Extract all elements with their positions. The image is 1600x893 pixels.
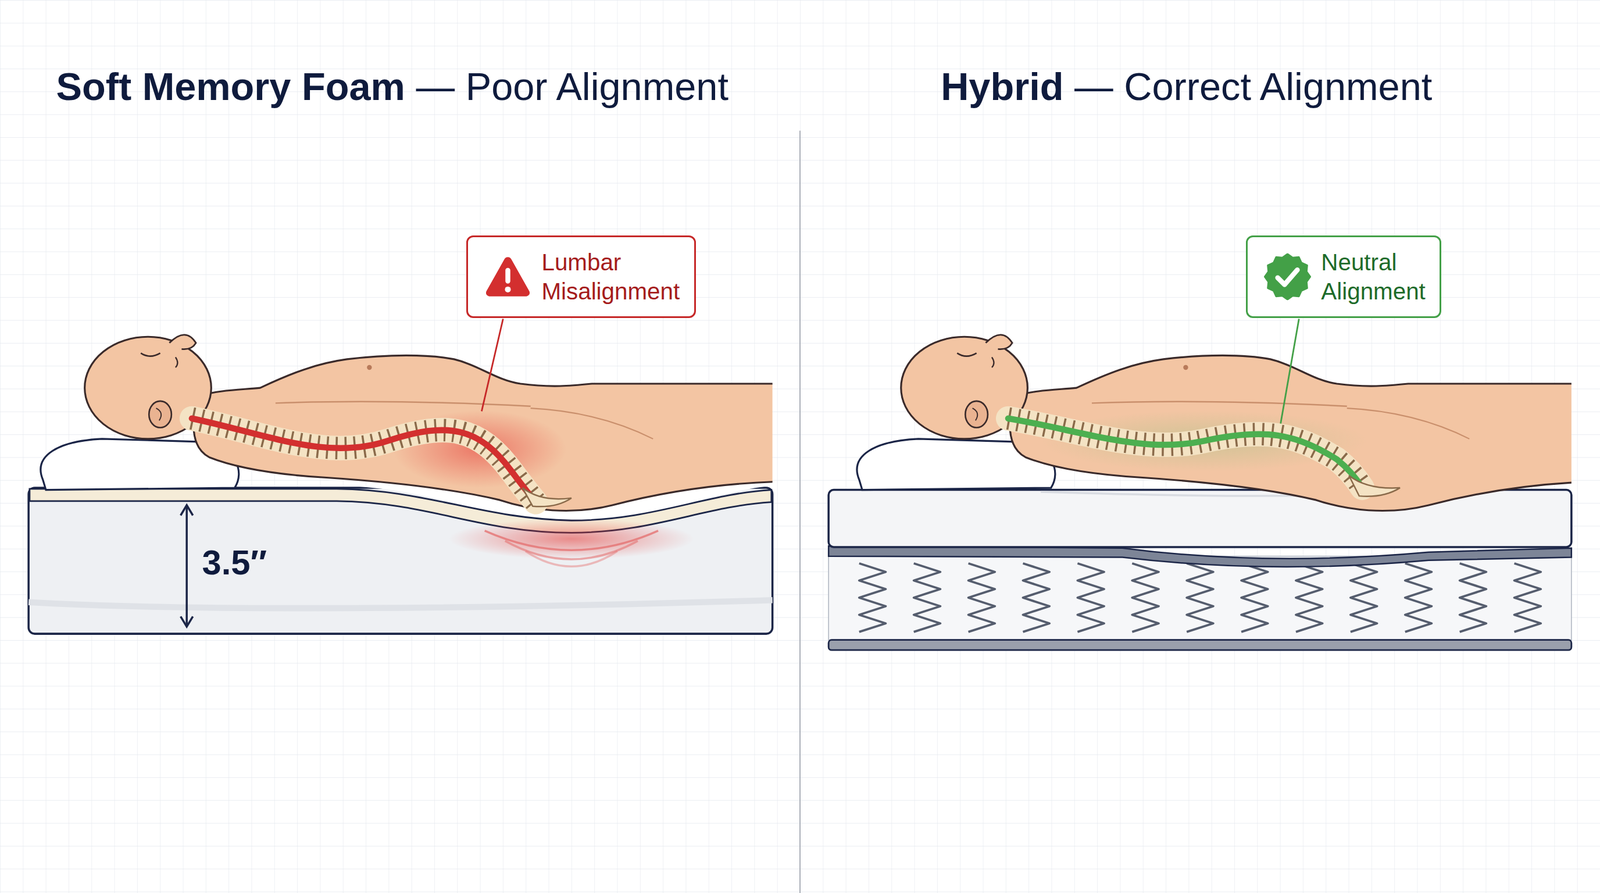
- spring-coil: [1514, 563, 1542, 632]
- dimension-arrow: [180, 616, 194, 627]
- spine-neutral: [1008, 418, 1363, 488]
- warning-icon: [484, 253, 532, 301]
- spring-coil: [859, 563, 887, 632]
- spine-neutral: [1008, 418, 1363, 488]
- spine-neutral: [1348, 475, 1400, 497]
- dimension-arrow: [180, 505, 194, 627]
- heading-subtitle: — Poor Alignment: [415, 65, 728, 109]
- spring-coil: [1295, 563, 1323, 632]
- callout-text: Neutral Alignment: [1320, 247, 1425, 306]
- callout-box: Lumbar Misalignment: [466, 235, 696, 318]
- panel-heading: Hybrid— Correct Alignment: [940, 63, 1432, 110]
- dimension-arrow: [180, 505, 194, 516]
- hybrid-mattress: [828, 490, 1572, 651]
- dimension-arrow: [185, 506, 188, 626]
- spine-neutral: [1008, 418, 1363, 488]
- spine-misaligned: [191, 410, 572, 507]
- spring-coil: [1022, 563, 1050, 632]
- spring-coil: [1350, 563, 1378, 632]
- person-figure: [901, 334, 1572, 512]
- spring-coil: [1241, 563, 1269, 632]
- callout-box: Neutral Alignment: [1245, 235, 1442, 318]
- panel-heading: Soft Memory Foam— Poor Alignment: [56, 63, 729, 110]
- hybrid-mattress: [828, 556, 1572, 641]
- memory-foam-mattress: [28, 600, 773, 609]
- spring-coil: [1131, 563, 1159, 632]
- hybrid-mattress: [828, 545, 1572, 567]
- memory-foam-mattress: [28, 486, 773, 635]
- check-badge-icon: [1263, 253, 1312, 301]
- leader-lines: [481, 319, 1299, 424]
- spring-coil: [1077, 563, 1105, 632]
- memory-foam-mattress: [525, 551, 618, 567]
- callout-text: Lumbar Misalignment: [541, 247, 680, 306]
- spring-coil: [1405, 563, 1432, 632]
- leader-line: [481, 319, 503, 412]
- memory-foam-mattress: [28, 487, 773, 634]
- heading-bold: Hybrid: [940, 65, 1064, 109]
- heading-subtitle: — Correct Alignment: [1074, 65, 1432, 109]
- spine-misaligned: [191, 418, 536, 503]
- memory-foam-mattress: [505, 540, 638, 560]
- hybrid-mattress: [859, 563, 1541, 632]
- spine-misaligned: [522, 487, 572, 507]
- memory-foam-mattress: [448, 518, 694, 560]
- leader-line: [1280, 319, 1300, 424]
- hybrid-mattress: [828, 640, 1572, 651]
- memory-foam-mattress: [484, 530, 659, 550]
- spring-coil: [968, 563, 996, 632]
- panel-divider: [799, 130, 801, 893]
- person-figure: [84, 334, 773, 512]
- illustration: [856, 334, 1592, 512]
- person-figure: [901, 334, 1572, 512]
- spine-neutral: [1008, 410, 1400, 497]
- dimension-label: 3.5″: [202, 543, 268, 582]
- spring-coil: [913, 563, 941, 632]
- spine-misaligned: [191, 418, 536, 503]
- spine-misaligned: [191, 418, 536, 503]
- heading-bold: Soft Memory Foam: [56, 65, 406, 109]
- spring-coil: [1459, 563, 1487, 632]
- spring-coil: [1186, 563, 1214, 632]
- person-figure: [84, 334, 773, 512]
